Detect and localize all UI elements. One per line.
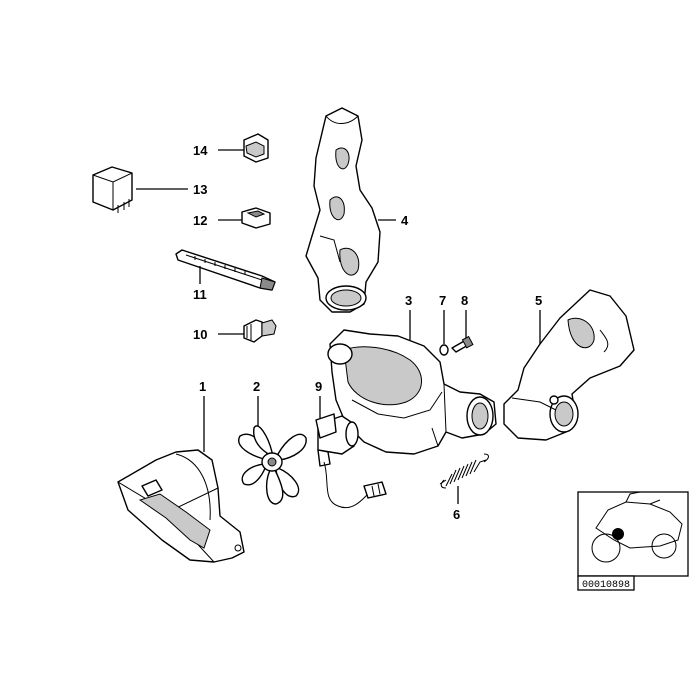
callout-9: 9	[315, 379, 322, 394]
part-13-relay	[92, 166, 133, 213]
callout-3: 3	[405, 293, 412, 308]
part-3-fan-housing	[327, 329, 497, 455]
reference-code: 00010898	[582, 580, 630, 591]
part-10-sensor	[243, 319, 277, 343]
callout-1: 1	[199, 379, 206, 394]
part-2-fan-wheel	[238, 425, 307, 505]
part-6-spring	[439, 453, 489, 489]
part-11-cable-tie	[175, 249, 276, 291]
reference-box: 00010898	[577, 491, 689, 591]
callout-14: 14	[193, 143, 208, 158]
callout-13: 13	[193, 182, 207, 197]
motorcycle-silhouette-icon	[591, 491, 683, 563]
callout-4: 4	[401, 213, 409, 228]
callout-11: 11	[193, 287, 207, 302]
part-1-inlet-box	[117, 449, 245, 563]
callout-8: 8	[461, 293, 468, 308]
part-12-clip	[241, 207, 271, 229]
part-8-screw	[451, 335, 474, 353]
part-4-intake-duct	[305, 107, 381, 313]
callout-2: 2	[253, 379, 260, 394]
part-14-clip	[243, 133, 269, 163]
callout-7: 7	[439, 293, 446, 308]
callout-10: 10	[193, 327, 207, 342]
callout-5: 5	[535, 293, 542, 308]
part-5-duct-elbow	[503, 289, 635, 441]
callout-12: 12	[193, 213, 207, 228]
callout-6: 6	[453, 507, 460, 522]
part-9-fan-motor	[315, 413, 387, 508]
part-7-washer	[439, 344, 449, 356]
